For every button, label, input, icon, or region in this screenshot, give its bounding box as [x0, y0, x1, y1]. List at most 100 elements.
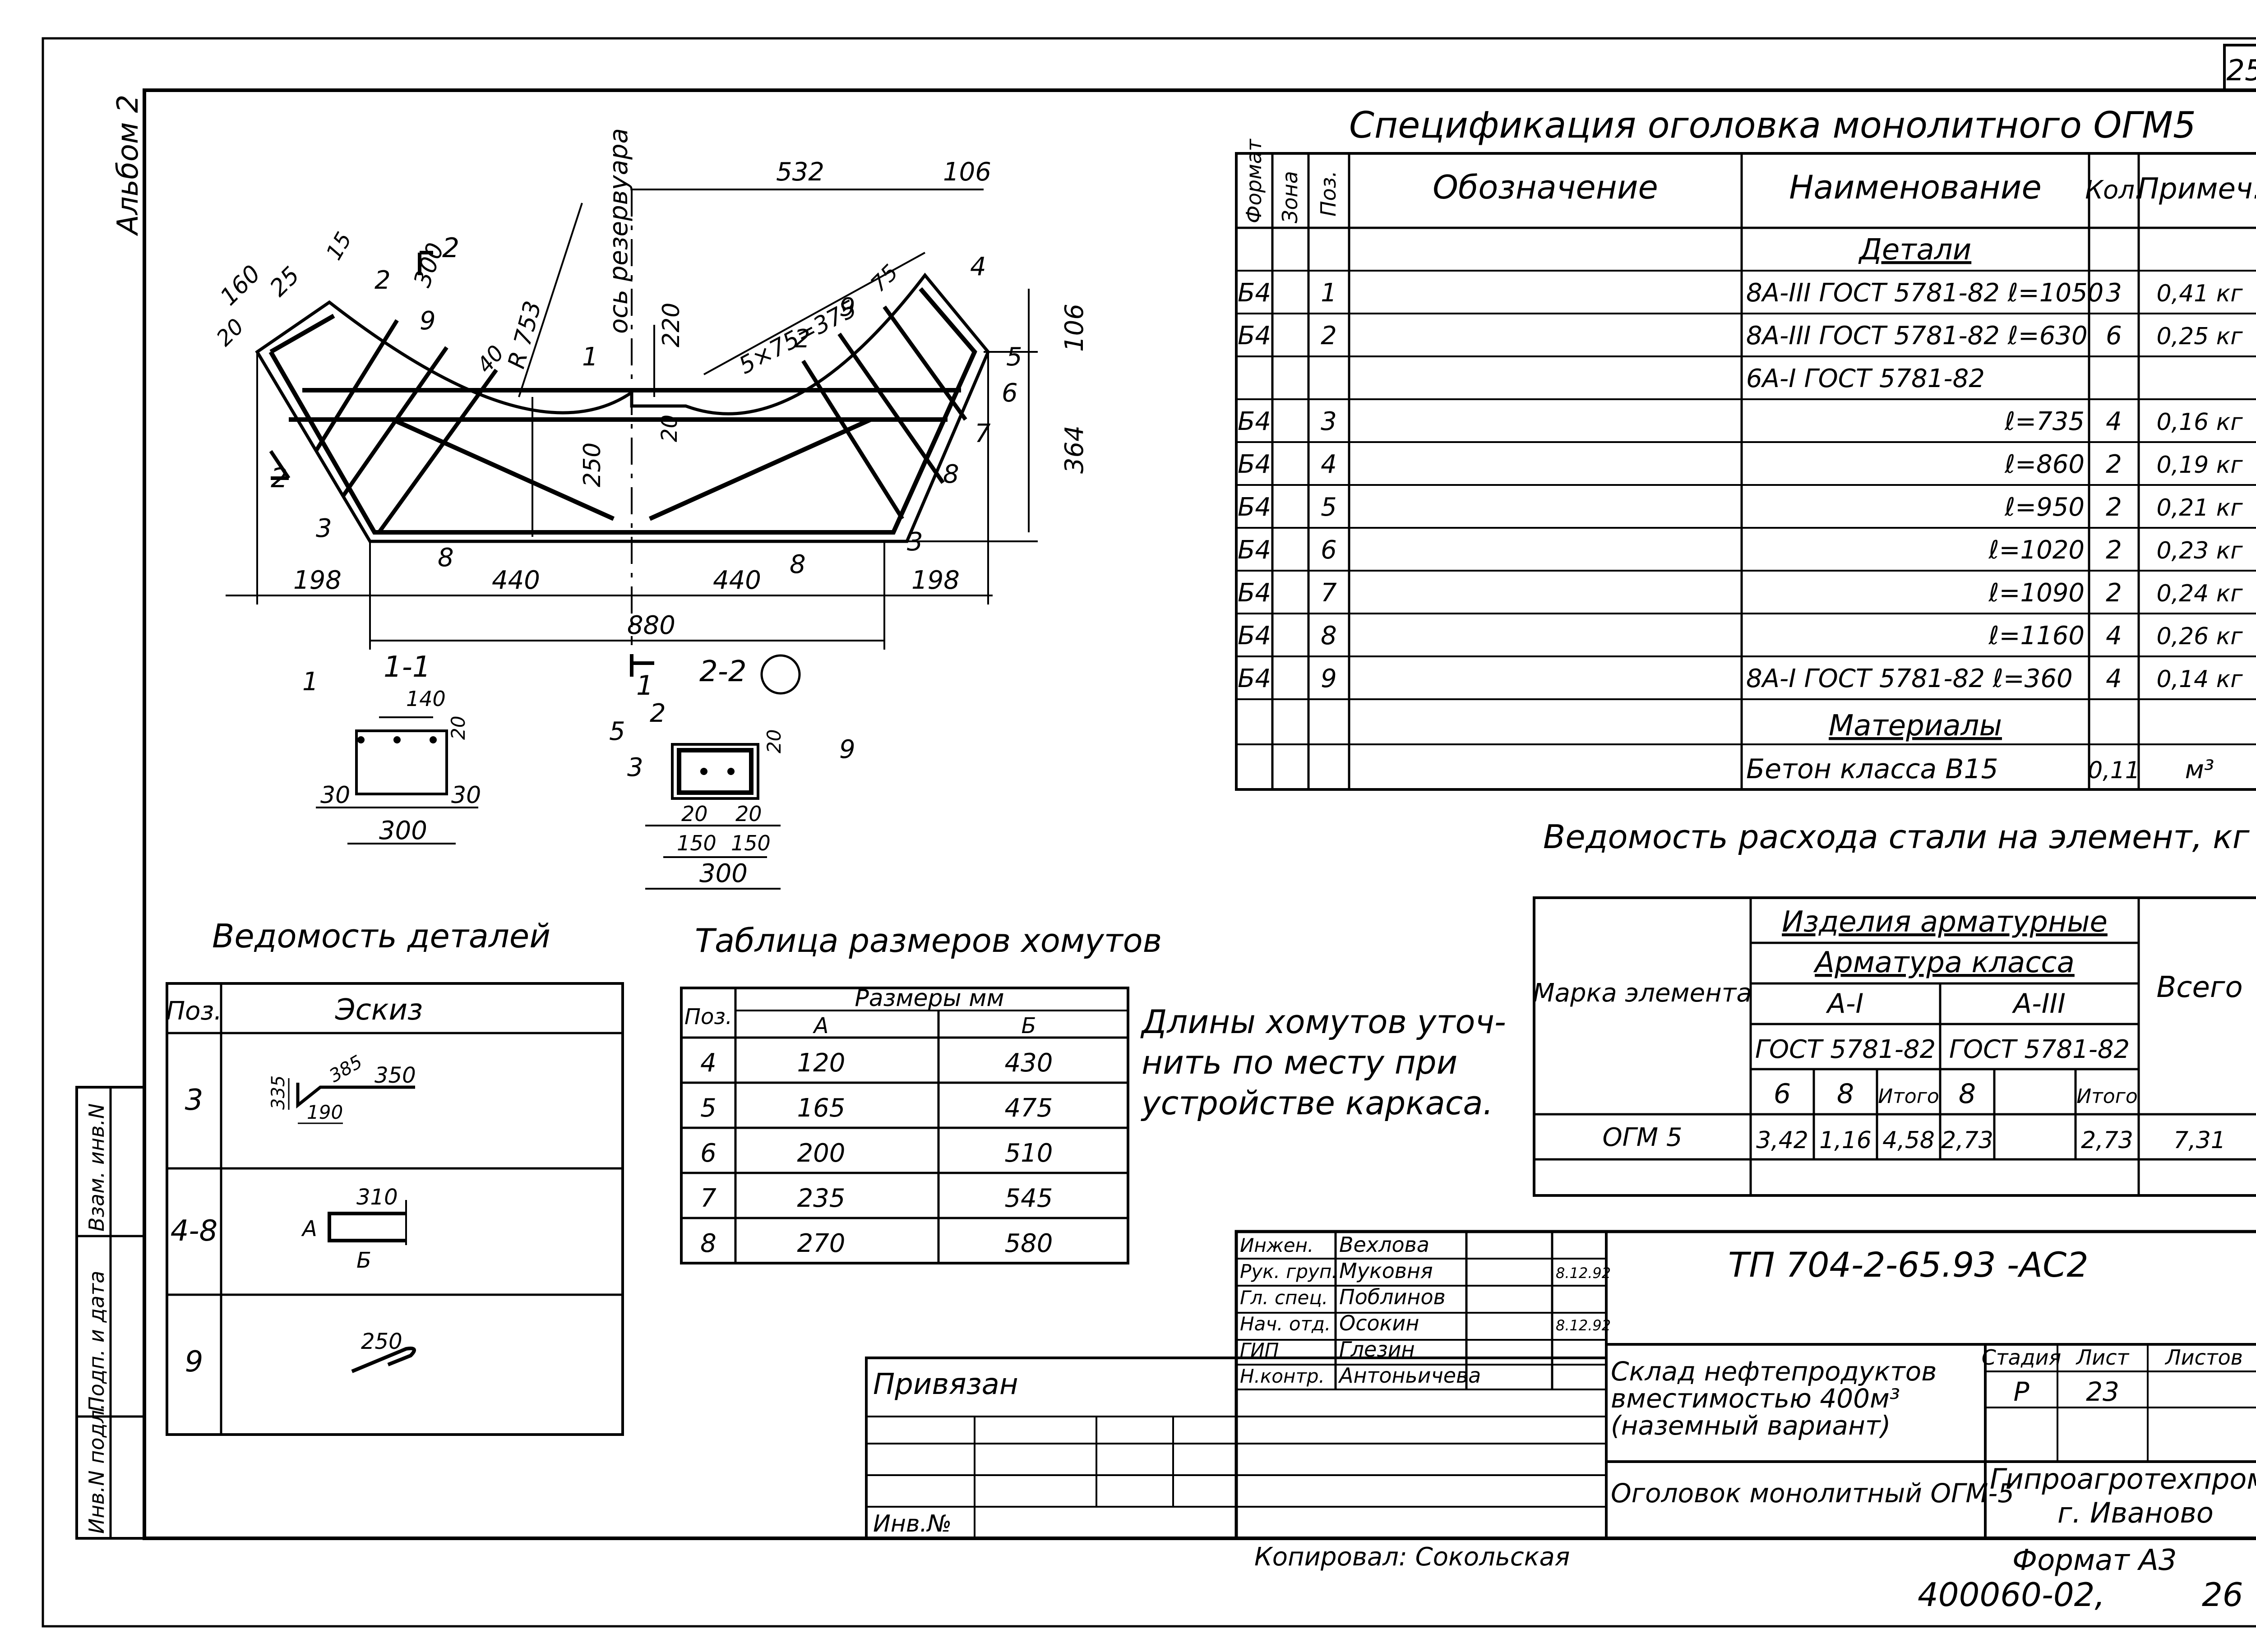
details-pos-3-d385: 385 [326, 1052, 366, 1087]
pos-2-left: 2 [374, 266, 391, 295]
clamp-row-a: 235 [797, 1184, 846, 1213]
person-name: Глезин [1339, 1337, 1415, 1361]
person-name: Осокин [1339, 1311, 1419, 1335]
section-2-2-d20-a: 20 [681, 802, 708, 826]
archive-number: 400060-02, [1918, 1576, 2105, 1614]
section-1-1-d300: 300 [379, 816, 427, 845]
spec-row-pos: 7 [1321, 578, 1337, 608]
pos-8-bottom-right: 8 [790, 550, 806, 579]
dim-20-mid: 20 [657, 415, 682, 442]
clamps-note-3: устройстве каркаса. [1141, 1084, 1493, 1122]
section-2-2 [645, 654, 801, 890]
steel-grid [1533, 896, 2256, 1197]
person-date: 8.12.92 [1556, 1264, 1611, 1282]
dim-440-right: 440 [713, 566, 761, 595]
clamp-row-pos: 5 [700, 1094, 717, 1123]
dim-75: 75 [866, 260, 903, 297]
steel-mark: ОГМ 5 [1602, 1123, 1682, 1152]
project-line-3: (наземный вариант) [1611, 1410, 1891, 1441]
person-date: 8.12.92 [1556, 1317, 1611, 1334]
bound-label: Привязан [873, 1368, 1018, 1401]
spec-row-note: 0,23 кг [2156, 537, 2243, 564]
section-2-2-d150-a: 150 [677, 831, 717, 855]
dim-20-left: 20 [212, 314, 249, 351]
person-role: ГИП [1240, 1339, 1279, 1361]
spec-row-format: Б4 [1238, 450, 1271, 479]
steel-sub-8: 8 [1837, 1078, 1854, 1110]
tank-axis-label: ось резервуара [604, 128, 633, 334]
section-1-1-d20: 20 [447, 716, 469, 740]
spec-row-qty: 2 [2106, 493, 2122, 522]
spec-row-pos: 8 [1321, 621, 1337, 651]
cut-mark-1-bottom: 1 [636, 670, 653, 701]
pos-9-right: 9 [839, 293, 855, 322]
dim-220: 220 [658, 303, 685, 347]
pos-9-left: 9 [420, 306, 436, 336]
dim-25: 25 [265, 262, 305, 302]
section-1-1-title: 1-1 [384, 651, 431, 684]
steel-v8b: 2,73 [1941, 1127, 1993, 1154]
clamps-note-2: нить по месту при [1142, 1043, 1457, 1081]
spec-row-qty: 4 [2106, 664, 2122, 693]
section-2-2-d150-b: 150 [731, 831, 771, 855]
steel-title: Ведомость расхода стали на элемент, кг [1543, 818, 2250, 856]
steel-t2: 2,73 [2081, 1127, 2133, 1154]
spec-row-name: ℓ=860 [2004, 450, 2085, 479]
margin-replace-inv: Взам. инв.N [84, 1103, 109, 1232]
spec-row-qty: 2 [2106, 450, 2122, 479]
steel-h-a1: А-I [1826, 988, 1863, 1020]
spec-h-pos: Поз. [1316, 171, 1341, 217]
copied-by: Копировал: Сокольская [1254, 1542, 1570, 1572]
spec-row-note: 0,19 кг [2156, 452, 2243, 479]
details-pos-3: 3 [185, 1084, 203, 1117]
spec-row-note: 0,25 кг [2156, 323, 2243, 350]
spec-row-note: 0,14 кг [2156, 666, 2243, 693]
clamp-row-b: 475 [1005, 1094, 1053, 1123]
spec-row-name: 8А-III ГОСТ 5781-82 ℓ=630 [1746, 321, 2088, 351]
spec-row-pos: 9 [1321, 664, 1337, 693]
pos-1: 1 [582, 342, 598, 372]
clamps-h-b: Б [1022, 1013, 1036, 1038]
clamp-row-pos: 6 [700, 1139, 717, 1168]
details-pos-4-8-d310: 310 [356, 1185, 398, 1210]
spec-row-qty: 4 [2106, 621, 2122, 651]
clamps-note-1: Длины хомутов уточ- [1140, 1003, 1506, 1041]
details-h-pos: Поз. [166, 997, 222, 1026]
dim-40: 40 [472, 341, 509, 378]
person-role: Н.контр. [1240, 1365, 1325, 1387]
dim-106-top: 106 [943, 157, 991, 187]
steel-h-class: Арматура класса [1813, 946, 2075, 979]
sheet-label: Лист [2076, 1345, 2130, 1370]
cut-mark-2-bottom: 2 [271, 462, 288, 494]
spec-row-qty: 3 [2106, 278, 2122, 308]
spec-row-format: Б4 [1238, 578, 1271, 608]
spec-row-pos: 2 [1321, 321, 1337, 351]
spec-row-name: ℓ=950 [2004, 493, 2085, 522]
steel-sub-6: 6 [1774, 1078, 1791, 1110]
clamp-row-b: 510 [1005, 1139, 1053, 1168]
clamp-row-pos: 8 [700, 1229, 717, 1258]
spec-row-note: 0,41 кг [2156, 280, 2243, 307]
spec-h-format: Формат [1242, 138, 1266, 223]
section-2-2-pos2: 2 [650, 699, 666, 728]
steel-sub-total2: Итого [2076, 1085, 2138, 1108]
spec-h-note: Примеч. [2137, 172, 2256, 206]
dim-radius: R 753 [503, 298, 547, 371]
stage-label: Стадия [1982, 1345, 2061, 1370]
dim-160: 160 [215, 260, 266, 311]
details-title: Ведомость деталей [212, 917, 550, 955]
dim-364: 364 [1060, 425, 1089, 474]
spec-row-pos: 4 [1321, 450, 1337, 479]
person-name: Антоньичева [1338, 1363, 1481, 1388]
dim-880: 880 [627, 611, 675, 640]
pos-8-bottom-left: 8 [438, 543, 454, 572]
details-pos-3-d350: 350 [374, 1063, 416, 1088]
section-1-1-d30-right: 30 [451, 782, 481, 809]
person-name: Муковня [1339, 1259, 1433, 1283]
person-role: Нач. отд. [1240, 1313, 1331, 1335]
pos-6: 6 [1002, 378, 1018, 408]
